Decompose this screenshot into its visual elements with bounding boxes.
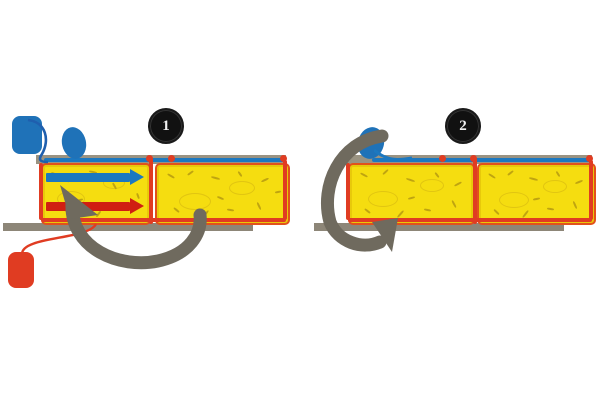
- drainage-tube-right-edge: [283, 160, 287, 220]
- irrigation-tube-top: [372, 158, 592, 162]
- drainage-bag-tube: [20, 223, 98, 255]
- step-badge-1: 1: [148, 108, 184, 144]
- foam-block-right: [155, 163, 290, 225]
- drainage-bag: [8, 252, 34, 288]
- irrigation-tube-top: [44, 158, 286, 162]
- step-1-panel: 1: [3, 108, 290, 288]
- bottom-support-bar: [314, 223, 564, 231]
- drainage-tube-center: [149, 158, 153, 224]
- port-center: [470, 155, 477, 162]
- step-2-panel: 2: [300, 0, 600, 400]
- step-badge-2: 2: [445, 108, 481, 144]
- drainage-tube-left-edge: [39, 163, 43, 220]
- drainage-outflow-arrow: [46, 198, 144, 214]
- drainage-tube-right-edge: [589, 160, 593, 220]
- port-left: [439, 155, 446, 162]
- connector-tube: [374, 148, 413, 162]
- bottom-support-bar: [3, 223, 253, 231]
- port-secondary: [168, 155, 175, 162]
- drainage-tube-bottom: [348, 218, 592, 222]
- irrigation-bag-tube: [27, 118, 49, 164]
- port-right: [586, 155, 593, 162]
- port-center: [146, 155, 153, 162]
- rotation-arrow-step-2[interactable]: [314, 129, 424, 260]
- drainage-tube-center: [473, 158, 477, 224]
- drainage-tube-left-edge: [346, 163, 350, 220]
- rotation-arrow-step-1[interactable]: [40, 185, 230, 275]
- irrigation-inflow-arrow: [46, 169, 144, 185]
- drainage-tube-bottom: [41, 218, 286, 222]
- foam-block-right: [477, 163, 596, 225]
- port-right: [280, 155, 287, 162]
